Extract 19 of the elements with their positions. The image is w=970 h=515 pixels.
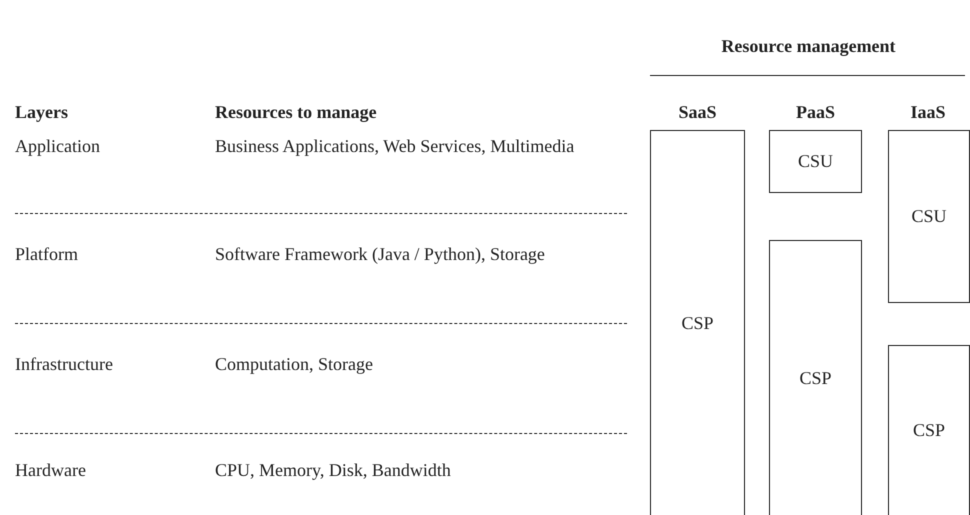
role-box: CSP	[650, 130, 745, 515]
section-heading: Resource management	[720, 35, 897, 58]
role-box: CSP	[888, 345, 970, 515]
role-box: CSU	[769, 130, 862, 193]
column-header: IaaS	[909, 101, 946, 124]
column-header: Resources to manage	[215, 101, 377, 124]
resource-list: Software Framework (Java / Python), Storage	[215, 242, 545, 266]
resource-list: Computation, Storage	[215, 352, 373, 376]
role-box: CSP	[769, 240, 862, 515]
column-header: SaaS	[677, 101, 718, 124]
resource-list: Business Applications, Web Services, Multimedia	[215, 134, 574, 158]
column-header: Layers	[15, 101, 68, 124]
layer-name: Hardware	[15, 459, 86, 482]
layer-name: Infrastructure	[15, 353, 113, 376]
layer-name: Platform	[15, 243, 78, 266]
layer-name: Application	[15, 135, 100, 158]
resource-list: CPU, Memory, Disk, Bandwidth	[215, 458, 451, 482]
column-header: PaaS	[794, 101, 836, 124]
role-box: CSU	[888, 130, 970, 303]
